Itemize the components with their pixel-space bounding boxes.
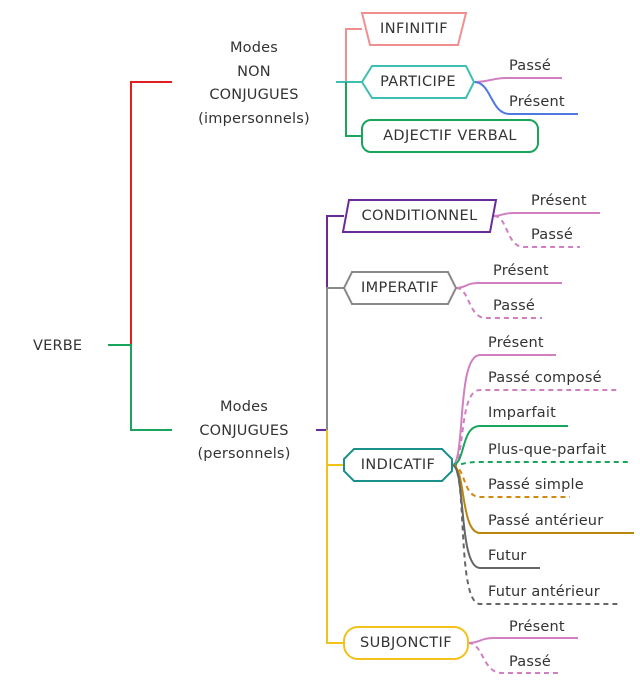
group-label-line: CONJUGUES xyxy=(199,422,289,439)
connector-indicatif xyxy=(326,430,344,466)
adjectif-verbal-node-shape xyxy=(361,119,539,153)
connector-root-conjugues xyxy=(108,344,172,431)
connector-subjonctif xyxy=(326,465,344,644)
group-label-line: (impersonnels) xyxy=(198,110,310,127)
root-verbe: VERBE xyxy=(33,338,83,354)
indicatif-tense-futur: Futur xyxy=(488,548,527,564)
group-label-line: NON xyxy=(237,63,271,80)
participe-node-shape xyxy=(360,65,476,99)
connector-indicatif-imparfait xyxy=(451,425,568,466)
connector-imperatif xyxy=(326,287,344,430)
group-label-line: CONJUGUES xyxy=(209,87,299,103)
imperatif-tense-passe: Passé xyxy=(493,298,536,314)
indicatif-tense-futur-anterieur: Futur antérieur xyxy=(488,584,600,600)
indicatif-tense-imparfait: Imparfait xyxy=(488,405,556,421)
connector-subjonctif-passe xyxy=(467,642,558,674)
indicatif-tense-passe-compose: Passé composé xyxy=(488,370,602,386)
connector-participe-passe xyxy=(473,77,562,83)
indicatif-tense-plus-que-parfait: Plus-que-parfait xyxy=(488,442,607,458)
connector-conditionnel-present xyxy=(493,212,600,217)
node-indicatif: INDICATIF xyxy=(360,457,436,473)
subjonctif-node-shape xyxy=(343,626,469,660)
indicatif-tense-present: Présent xyxy=(488,335,544,351)
node-imperatif: IMPERATIF xyxy=(360,280,440,296)
infinitif-node-shape xyxy=(360,12,468,46)
subjonctif-tense-passe: Passé xyxy=(509,654,552,670)
group-label-line: Modes xyxy=(219,399,269,415)
imperatif-tense-present: Présent xyxy=(493,263,549,279)
conditionnel-tense-passe: Passé xyxy=(531,227,574,243)
node-participe: PARTICIPE xyxy=(380,74,456,90)
connector-adjectif xyxy=(345,82,362,137)
participe-tense-passe: Passé xyxy=(509,58,552,74)
node-subjonctif: SUBJONCTIF xyxy=(360,635,452,651)
connector-indicatif-present xyxy=(451,354,556,466)
connector-imperatif-present xyxy=(455,282,562,289)
connector-imperatif-passe xyxy=(455,287,542,319)
node-conditionnel: CONDITIONNEL xyxy=(361,208,478,224)
imperatif-node-shape xyxy=(342,271,458,305)
subjonctif-tense-present: Présent xyxy=(509,619,565,635)
indicatif-tense-passe-anterieur: Passé antérieur xyxy=(488,513,604,529)
connector-indicatif-plus-que-parfait xyxy=(451,461,628,466)
participe-tense-present: Présent xyxy=(509,94,565,110)
connector-infinitif xyxy=(336,28,362,83)
group-label-line: (personnels) xyxy=(197,446,291,462)
connector-indicatif-futur xyxy=(451,464,540,569)
indicatif-tense-passe-simple: Passé simple xyxy=(488,477,584,493)
connector-conditionnel xyxy=(316,215,344,431)
connector-participe-present xyxy=(473,81,578,115)
connector-conditionnel-passe xyxy=(493,215,580,248)
connector-subjonctif-present xyxy=(467,637,578,644)
group-label-conjugues: Modes CONJUGUES (personnels) xyxy=(176,396,312,467)
conditionnel-tense-present: Présent xyxy=(531,193,587,209)
group-label-non-conjugues: Modes NON CONJUGUES (impersonnels) xyxy=(186,37,322,131)
connector-indicatif-passe-compose xyxy=(451,389,620,466)
indicatif-node-shape xyxy=(343,448,453,482)
group-label-line: Modes xyxy=(229,40,279,56)
node-adjectif-verbal: ADJECTIF VERBAL xyxy=(383,128,517,144)
node-infinitif: INFINITIF xyxy=(380,21,448,37)
conditionnel-node-shape xyxy=(341,199,498,233)
connector-root-non-conjugues xyxy=(108,81,172,346)
